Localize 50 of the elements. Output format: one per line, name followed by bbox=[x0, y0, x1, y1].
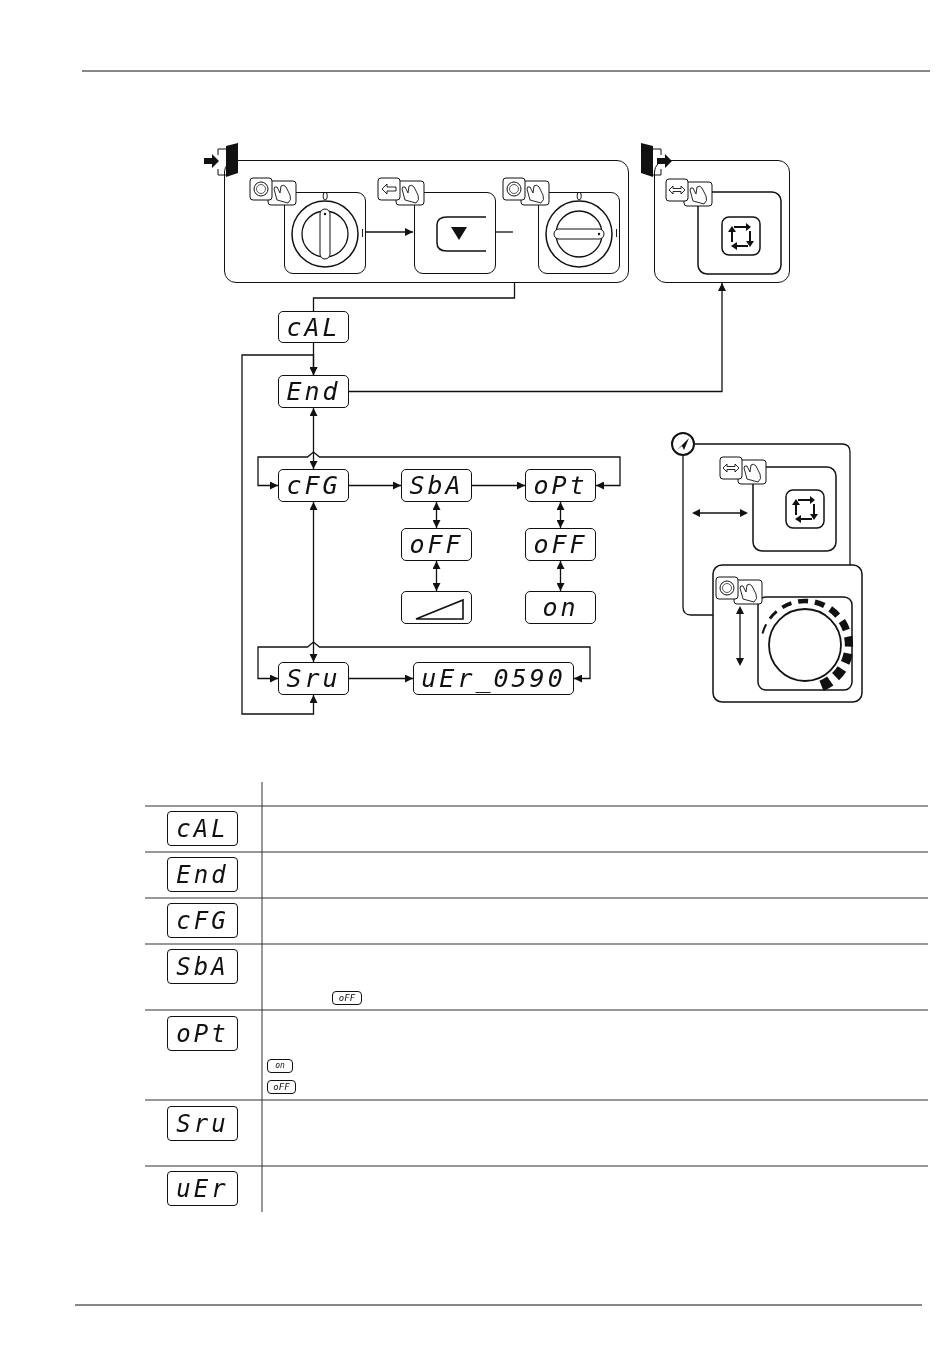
arrow bbox=[556, 560, 565, 592]
scale-mark: I bbox=[615, 229, 618, 239]
display-box bbox=[278, 469, 349, 502]
arrow bbox=[348, 674, 414, 683]
scale-mark: I bbox=[361, 229, 364, 239]
display-text: oPt bbox=[533, 473, 588, 498]
display-text: Sru bbox=[286, 666, 341, 691]
arrow bbox=[309, 407, 318, 470]
display-symbol: oPt bbox=[167, 1016, 238, 1051]
arrow bbox=[257, 641, 591, 683]
display-box bbox=[525, 469, 596, 502]
display-symbol: oFF bbox=[332, 991, 362, 1005]
arrow bbox=[257, 451, 621, 490]
display-box bbox=[278, 662, 349, 695]
display-box bbox=[278, 375, 349, 408]
display-box bbox=[413, 662, 574, 695]
arrow bbox=[556, 501, 565, 529]
display-box bbox=[525, 528, 596, 561]
display-box bbox=[401, 528, 472, 561]
display-text: uEr_0590 bbox=[421, 666, 566, 691]
display-text: SbA bbox=[409, 473, 464, 498]
display-box bbox=[401, 469, 472, 502]
display-text: cAL bbox=[286, 314, 341, 340]
display-box bbox=[525, 591, 596, 624]
display-text: oFF bbox=[409, 532, 464, 557]
display-symbol: oFF bbox=[267, 1080, 296, 1094]
display-text: on bbox=[542, 595, 579, 620]
arrow bbox=[471, 481, 526, 490]
arrow bbox=[432, 560, 441, 592]
knob-panel bbox=[284, 192, 366, 274]
arrow bbox=[432, 501, 441, 529]
display-text: cFG bbox=[286, 473, 341, 498]
display-box bbox=[401, 591, 472, 624]
display-symbol: End bbox=[167, 857, 238, 892]
panel-box bbox=[654, 160, 790, 283]
arrow bbox=[241, 354, 318, 715]
arrow bbox=[348, 481, 402, 490]
display-symbol: cFG bbox=[167, 903, 238, 938]
display-box bbox=[278, 311, 349, 343]
display-symbol: on bbox=[267, 1059, 293, 1073]
knob-panel bbox=[538, 192, 620, 274]
arrow bbox=[348, 282, 726, 393]
arrow bbox=[309, 501, 318, 663]
display-text: oFF bbox=[533, 532, 588, 557]
display-symbol: uEr bbox=[167, 1171, 238, 1206]
display-symbol: Sru bbox=[167, 1106, 238, 1141]
display-symbol: cAL bbox=[167, 811, 238, 846]
arrow bbox=[364, 228, 414, 236]
display-text: End bbox=[286, 379, 341, 404]
display-symbol: SbA bbox=[167, 949, 238, 984]
